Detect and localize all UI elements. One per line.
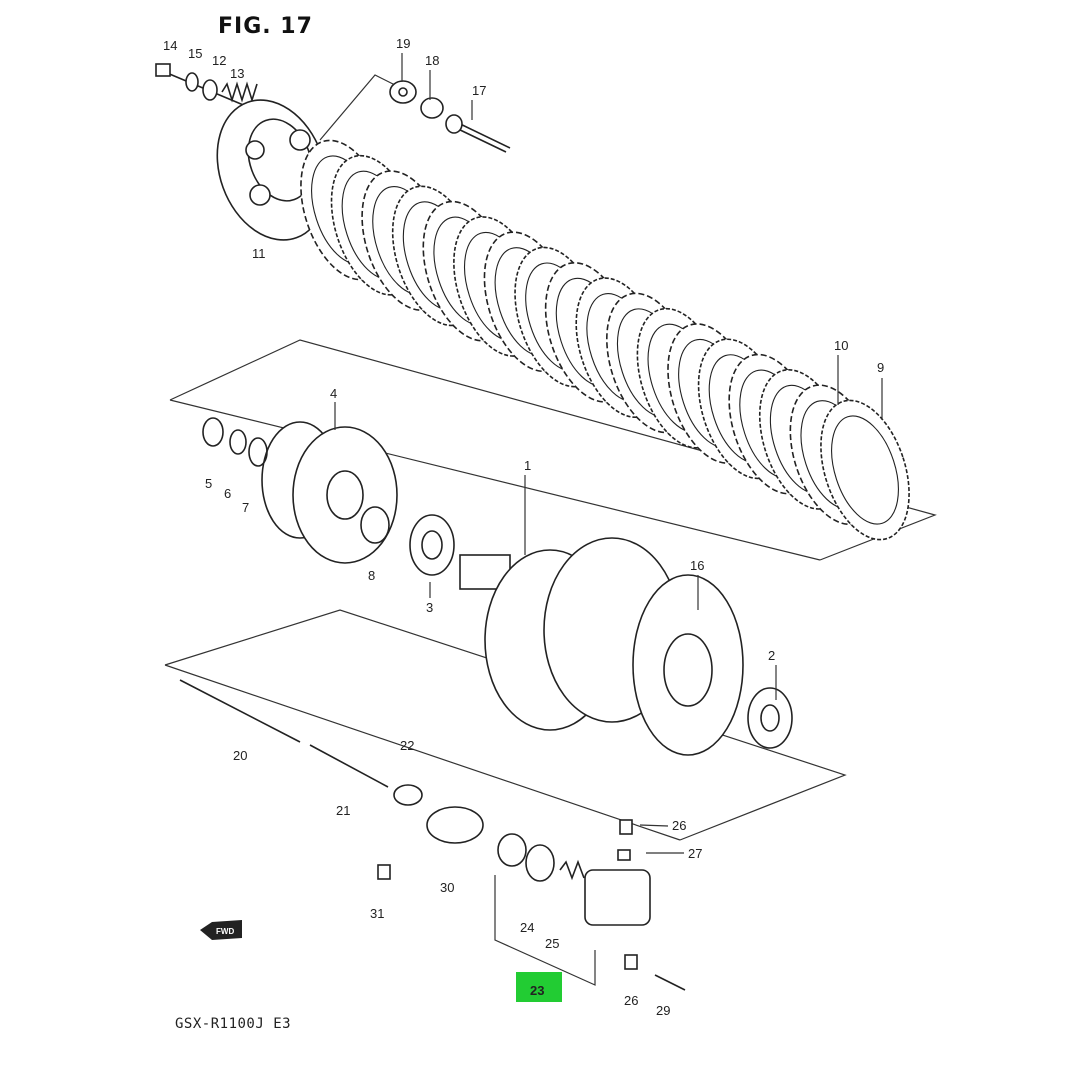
callout-27: 27 (688, 846, 702, 861)
outline-top-left (319, 74, 396, 141)
callout-25: 25 (545, 936, 559, 951)
callout-5: 5 (205, 476, 212, 491)
callout-31: 31 (370, 906, 384, 921)
callout-20: 20 (233, 748, 247, 763)
clutch-sleeve-hub (484, 537, 793, 756)
callout-14: 14 (163, 38, 177, 53)
callout-22: 22 (400, 738, 414, 753)
callout-18: 18 (425, 53, 439, 68)
callout-17: 17 (472, 83, 486, 98)
callout-2: 2 (768, 648, 775, 663)
clutch-plate-inner (831, 415, 899, 525)
model-code: GSX-R1100J E3 (175, 1016, 292, 1032)
callout-29: 29 (656, 1003, 670, 1018)
release-cover-group (377, 784, 484, 880)
callout-26-bottom: 26 (624, 993, 638, 1008)
callout-11: 11 (252, 246, 266, 261)
needle-bearing (409, 514, 511, 590)
callout-30: 30 (440, 880, 454, 895)
fwd-text: FWD (216, 927, 234, 936)
push-rods (179, 679, 389, 788)
callout-21: 21 (336, 803, 350, 818)
forward-direction-arrow: FWD (200, 920, 242, 940)
callout-1: 1 (524, 458, 531, 473)
callout-19: 19 (396, 36, 410, 51)
leader-lines (334, 53, 883, 854)
push-piece-group (389, 80, 511, 153)
callout-labels: 1 2 3 4 5 6 7 8 9 10 11 12 13 14 15 16 1… (163, 36, 884, 1018)
callout-13: 13 (230, 66, 244, 81)
callout-9: 9 (877, 360, 884, 375)
callout-8: 8 (368, 568, 375, 583)
release-bolt-group (155, 63, 261, 113)
clutch-release-cylinder (494, 819, 686, 991)
callout-12: 12 (212, 53, 226, 68)
callout-3: 3 (426, 600, 433, 615)
callout-23: 23 (530, 983, 544, 998)
callout-6: 6 (224, 486, 231, 501)
callout-10: 10 (834, 338, 848, 353)
primary-driven-gear (202, 417, 398, 564)
clutch-plate (820, 399, 910, 541)
figure-title: FIG. 17 (218, 14, 313, 39)
callout-16: 16 (690, 558, 704, 573)
callout-4: 4 (330, 386, 337, 401)
callout-15: 15 (188, 46, 202, 61)
clutch-plate-stack (300, 139, 910, 541)
callout-24: 24 (520, 920, 534, 935)
callout-7: 7 (242, 500, 249, 515)
highlighted-part-marker (516, 972, 562, 1002)
callout-26-top: 26 (672, 818, 686, 833)
